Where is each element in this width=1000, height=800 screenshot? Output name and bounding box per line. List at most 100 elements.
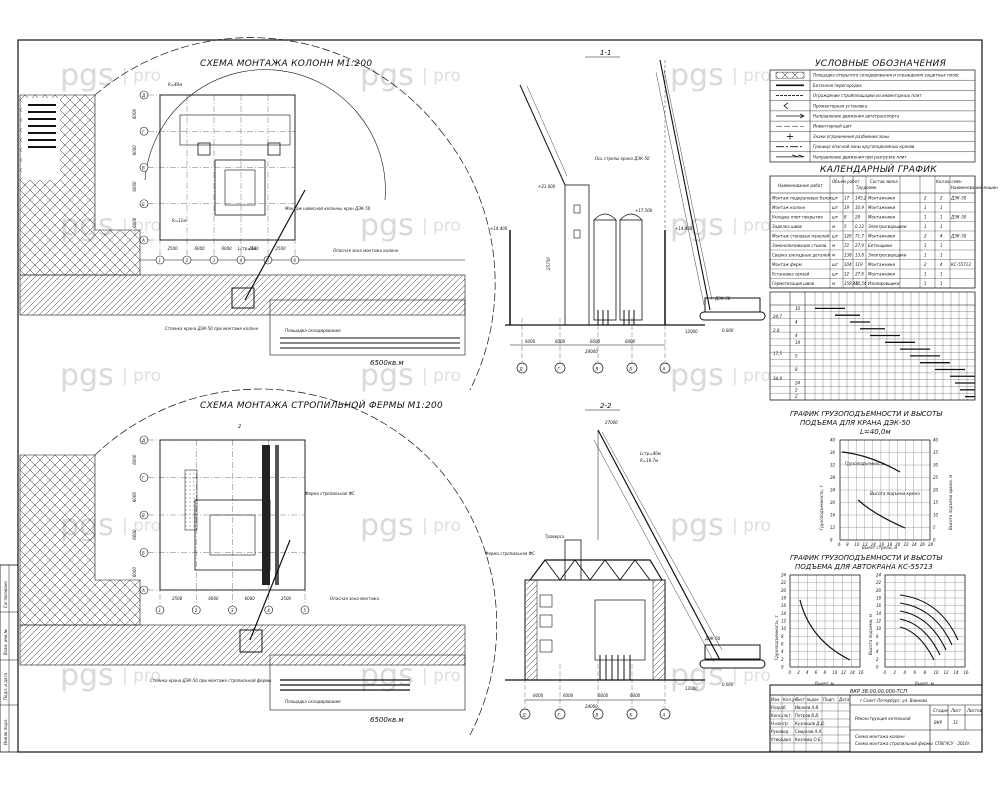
crane-capacity-graph-dek50: ГРАФИК ГРУЗОПОДЪЕМНОСТИ И ВЫСОТЫ ПОДЪЕМА…: [790, 410, 953, 550]
columns-axis-row-dim: 6000: [132, 181, 137, 192]
cal-row-labor: 10,9: [855, 205, 864, 210]
crawler-crane-1: [704, 297, 761, 313]
graph2-xlabel-left: Вылет, м: [815, 681, 834, 686]
watermark-main: pgs: [360, 358, 414, 393]
truss-axis-col-dim: 6000: [245, 596, 256, 601]
watermark-main: pgs: [360, 508, 414, 543]
legend-item-text: Направление движения автотранспорта: [813, 114, 900, 119]
cal-row-shifts: 2: [924, 262, 927, 267]
stamp-sheet-title-2: Схема монтажа стропильной фермы: [855, 741, 933, 746]
graph1-ytick-left: 12: [830, 525, 836, 530]
cal-row-team: Изолировщики: [868, 281, 900, 286]
danger-zone-arc-top: [94, 37, 496, 391]
legend-item-text: Ограждение стройплощадки из инвентарных …: [813, 93, 922, 98]
crane-path-strip-bottom: [19, 624, 466, 666]
graph1-xtick: 14: [871, 542, 877, 547]
cal-row-unit: м: [832, 281, 835, 286]
columns-axis-row-label: Д: [141, 93, 145, 98]
truss-axis-row-dim: 6000: [132, 454, 137, 465]
cal-row-name: Установка связей: [772, 271, 810, 276]
stamp-org: СПбГАСУ - 2016г.: [935, 741, 971, 746]
section-2-2-title: 2-2: [600, 402, 612, 410]
truss-axis-row-bubble: [139, 435, 149, 445]
stamp-code: ВКР 38.00.00.000-ТСП: [850, 689, 907, 695]
s11-axis-bubble: [516, 362, 528, 374]
graph1-ytick-left: 24: [830, 488, 836, 493]
truss-axis-row-label: А: [141, 588, 145, 593]
s11-axis-label: Б: [630, 367, 633, 372]
crane-boom-2: [597, 429, 721, 661]
s22-truss-label: Ферма стропильная ФС: [485, 551, 535, 556]
graph1-ytick-right: 15: [933, 500, 939, 505]
truss-axis-col-bubble: [155, 605, 165, 615]
cal-row-qty: 5: [844, 224, 847, 229]
truss-axis-row-label: В: [142, 513, 145, 518]
graph2-ytick-right: 0: [876, 665, 879, 670]
stamp-person: Иванов А.В.: [795, 705, 820, 710]
truss-axis-col-dim: 2500: [172, 596, 183, 601]
columns-axis-row-label: Г: [142, 129, 145, 134]
cal-row-name: Монтаж ферм: [772, 262, 802, 267]
s22-axis-label: Г: [558, 713, 561, 718]
chimney-tower: [564, 184, 590, 326]
gantt-total: 34,9: [773, 376, 782, 381]
graph1-xtick: 6: [838, 542, 841, 547]
gantt-days: 14: [795, 340, 801, 345]
cal-row-shifts: 1: [924, 205, 927, 210]
graph1-xtick: 16: [879, 542, 885, 547]
graph1-ytick-right: 5: [933, 525, 936, 530]
truss-axis-col-bubble: [228, 605, 237, 615]
gantt-days: 8: [795, 367, 798, 372]
crane-reach-arc-top: [144, 69, 386, 201]
legend-symbol-unload: [776, 154, 805, 158]
graph1-ytick-right: 10: [933, 513, 939, 518]
parking-stripes-top: [28, 104, 56, 148]
s22-axis-bubble: [592, 708, 604, 720]
graph2-ytick-right: 2: [876, 657, 879, 662]
danger-area-top: 6500кв.м: [370, 359, 404, 367]
roof-truss: [529, 559, 663, 581]
cal-row-machine: ДЭК-50: [950, 214, 967, 219]
watermark-sub: | pro: [422, 666, 461, 686]
graph2-ytick-left: 6: [781, 642, 784, 647]
truss-axis-row-label: Б: [142, 551, 145, 556]
cal-row-unit: м: [832, 243, 835, 248]
truss-axis-col-label: 2: [195, 608, 198, 613]
graph1-title-2: ПОДЪЕМА ДЛЯ КРАНА ДЭК-50: [800, 419, 911, 427]
legend-rows: Площадка открытого складирования и ограж…: [770, 71, 975, 159]
s11-height: 25750: [546, 257, 551, 270]
note-crane-stand-top: Стоянка крана ДЭК-50 при монтаже колонн: [165, 326, 259, 331]
stamp-person: Кузнецов Д.Д.: [795, 721, 825, 726]
truss-axis-row-bubble: [139, 585, 149, 595]
s11-elev-mid: +17.500: [635, 208, 653, 213]
truss-axis-col-label: 3: [231, 608, 234, 613]
graph2-ytick-left: 8: [781, 634, 784, 639]
left-signature-strip: Инв.№ подл. Подп. и дата Взам. инв.№ Сог…: [0, 564, 19, 753]
s11-axis-label: Д: [519, 367, 523, 372]
s22-dim-3: 6000: [598, 693, 609, 698]
graph2-ytick-right: 8: [876, 634, 879, 639]
columns-axis-row-bubble: [139, 90, 149, 100]
columns-plan-title: СХЕМА МОНТАЖА КОЛОНН М1:200: [200, 59, 372, 69]
legend-symbol-traffic: [776, 113, 805, 119]
stamp-role: Консульт.: [771, 713, 792, 718]
crane-boom-right-1: [659, 59, 711, 311]
cal-row-unit: шт: [832, 271, 839, 276]
s11-axis-label: А: [662, 367, 666, 372]
graph2-ytick-right: 24: [876, 573, 882, 578]
columns-axis-col-label: 5: [267, 258, 270, 263]
graph1-xtick: 8: [846, 542, 849, 547]
watermark-sub: | pro: [422, 366, 461, 386]
note-truss-plan: Ферма стропильная ФС: [305, 491, 355, 496]
s22-reach: R=18.7м: [640, 458, 658, 463]
truss-axis-row-dim: 6000: [132, 567, 137, 578]
cal-row-qty: 8: [844, 214, 847, 219]
cal-row-labor: 145,2: [855, 195, 867, 200]
cal-header-machines: Наименование машин: [951, 185, 998, 190]
graph2-ylabel-left: Грузоподъемность, т: [774, 615, 779, 660]
graph1-ytick-right: 25: [933, 475, 939, 480]
s22-axis-bubble: [626, 708, 638, 720]
